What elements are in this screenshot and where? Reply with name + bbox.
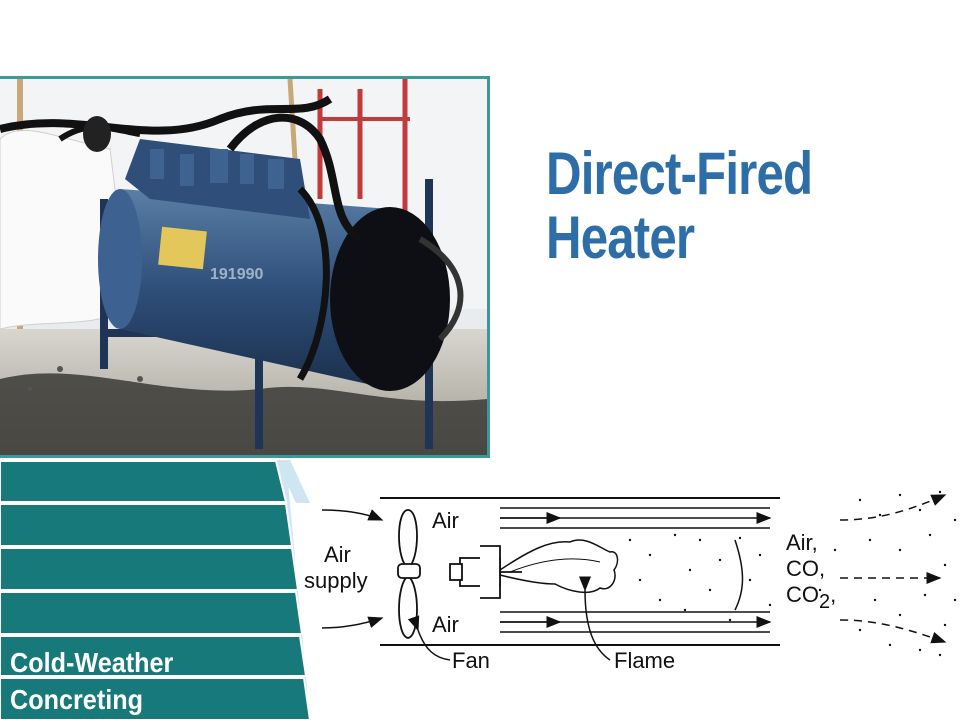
footer-label: Cold-Weather Concreting: [10, 644, 173, 718]
title-line-1: Direct-Fired: [546, 140, 813, 207]
exhaust-particles: [628, 490, 957, 657]
label-air-supply-2: supply: [304, 568, 368, 593]
heater-photo: 191990: [0, 76, 490, 458]
footer-line-2: Concreting: [10, 684, 144, 715]
heater-schematic-diagram: Air Air Air supply Air, CO, CO2, Fan Fla…: [304, 490, 957, 673]
label-air-supply-1: Air: [324, 542, 351, 567]
footer-line-1: Cold-Weather: [10, 647, 174, 678]
label-exhaust-air: Air,: [786, 530, 818, 555]
label-fan: Fan: [452, 648, 490, 673]
label-air-top: Air: [432, 508, 459, 533]
label-exhaust-co2: CO2,: [786, 582, 836, 613]
burner-icon: [449, 545, 522, 599]
slide-title: Direct-Fired Heater: [546, 140, 813, 271]
title-line-2: Heater: [546, 204, 695, 271]
label-exhaust-co: CO,: [786, 556, 825, 581]
label-air-bottom: Air: [432, 612, 459, 637]
fan-icon: [397, 509, 421, 639]
flame-icon: [499, 539, 619, 594]
label-flame: Flame: [614, 648, 675, 673]
tank-serial-number: 191990: [210, 266, 263, 283]
decorative-stripe-panel: [0, 460, 310, 720]
